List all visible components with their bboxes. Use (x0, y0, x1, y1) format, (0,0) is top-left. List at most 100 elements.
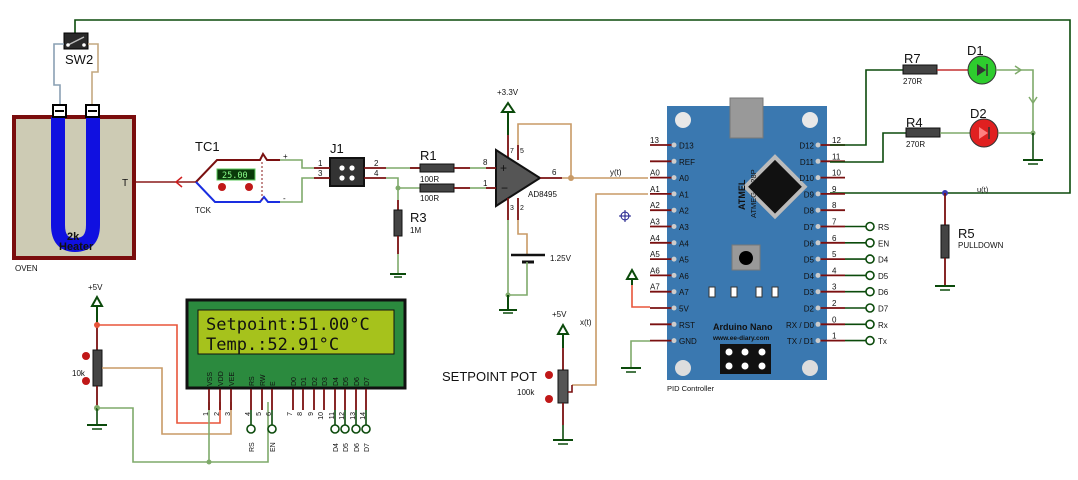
thermocouple-tc1[interactable]: TC1 25.00 + - TCK (195, 139, 288, 215)
lcd-terminal-rs[interactable]: RS (246, 410, 256, 452)
pin-number: 13 (350, 412, 357, 420)
setpoint-pot[interactable]: +5V SETPOINT POT 100k (442, 310, 573, 425)
lcd-terminal-d5[interactable]: D5 (340, 410, 350, 452)
pin-number: 6 (266, 412, 273, 416)
j1-pin: 4 (374, 169, 379, 178)
resistor-r1[interactable]: R1 100R (410, 148, 470, 184)
arduino-nano[interactable]: ATMEL ATMEGA328P Arduino Nano www.ee-dia… (667, 97, 827, 393)
oven[interactable]: 2k Heater T OVEN (12, 104, 136, 273)
terminal-label: RS (878, 223, 889, 232)
lcd-terminal-d6[interactable]: D6 (351, 410, 361, 452)
lcd-terminal-en[interactable]: EN (267, 410, 277, 452)
contrast-pot[interactable]: +5V 10k (72, 283, 104, 408)
terminal-icon (267, 424, 277, 434)
arduino-pin-5v[interactable]: 5V (650, 305, 689, 314)
arduino-pin-gnd[interactable]: GND (650, 337, 697, 346)
pin-number: A4 (650, 234, 660, 243)
resistor-r7[interactable]: R7 270R (902, 51, 938, 86)
setpoint-supply-label: +5V (552, 310, 567, 319)
resistor-r5[interactable]: R5 PULLDOWN (940, 193, 1004, 285)
pin-name: A5 (679, 256, 689, 265)
lcd-pin-d2[interactable]: D29 (308, 377, 319, 416)
pin-name: VEE (229, 372, 236, 386)
amplifier-ad8495[interactable]: +3.3V + − 8 1 6 3 2 7 5 AD8495 (483, 88, 562, 220)
terminal-label: EN (270, 442, 277, 452)
battery-1v25[interactable]: 1.25V (511, 253, 572, 264)
pin-number: 6 (832, 234, 837, 243)
lcd-terminal-d4[interactable]: D4 (330, 410, 340, 452)
junction-dot (206, 459, 212, 465)
lcd-display[interactable]: Setpoint:51.00°C Temp.:52.91°C (185, 298, 407, 390)
connector-j1[interactable]: J1 1 3 2 4 (314, 141, 386, 187)
arrow-icon (1028, 96, 1038, 105)
r1-value: 100R (420, 175, 439, 184)
pin-number: 12 (339, 412, 346, 420)
arrow-icon (174, 176, 183, 188)
lcd-pin-e[interactable]: E6 (266, 381, 277, 416)
lcd-pin-d1[interactable]: D18 (297, 377, 308, 416)
lcd-pin-rs[interactable]: RS4 (245, 376, 256, 416)
lcd-pin-d0[interactable]: D07 (287, 377, 298, 416)
lcd-pin-rw[interactable]: RW5 (256, 374, 267, 416)
oven-label: OVEN (15, 264, 38, 273)
pin-number: A0 (650, 169, 660, 178)
arduino-pin-rst[interactable]: RST (650, 321, 695, 330)
resistor-r4[interactable]: R4 270R (905, 115, 941, 149)
resistor-r2[interactable]: 100R (419, 183, 470, 203)
pin-name: GND (679, 337, 697, 346)
pin-name: D3 (804, 288, 815, 297)
pin-name: A4 (679, 239, 689, 248)
pin-number: A3 (650, 218, 660, 227)
chip-brand: ATMEL (737, 179, 747, 210)
led-d1[interactable]: D1 (967, 43, 997, 85)
lcd-terminal-d7[interactable]: D7 (361, 410, 371, 452)
tc1-plus: + (283, 152, 288, 161)
pin-number: A1 (650, 185, 660, 194)
amp-pin: 7 (510, 148, 514, 155)
tc1-minus: - (283, 194, 286, 203)
arduino-pin-ref[interactable]: REF (650, 158, 695, 167)
pin-number: 11 (329, 412, 336, 419)
terminal-label: D7 (364, 443, 371, 452)
arduino-pin-d9[interactable]: D99 (804, 185, 845, 200)
arduino-pin-d8[interactable]: D88 (804, 201, 845, 216)
contrast-supply-label: +5V (88, 283, 103, 292)
switch-sw2[interactable]: SW2 (63, 32, 93, 67)
chip-model: ATMEGA328P (749, 169, 758, 218)
terminal-label: Rx (878, 321, 888, 330)
resistor-r3[interactable]: R3 1M (393, 200, 427, 254)
board-title: Arduino Nano (713, 322, 773, 332)
reset-button[interactable] (739, 251, 753, 265)
pin-number: 9 (308, 412, 315, 416)
setpoint-pot-value: 100k (517, 388, 535, 397)
led-d2[interactable]: D2 (969, 106, 999, 148)
lcd-line-1: Setpoint:51.00°C (206, 315, 370, 335)
